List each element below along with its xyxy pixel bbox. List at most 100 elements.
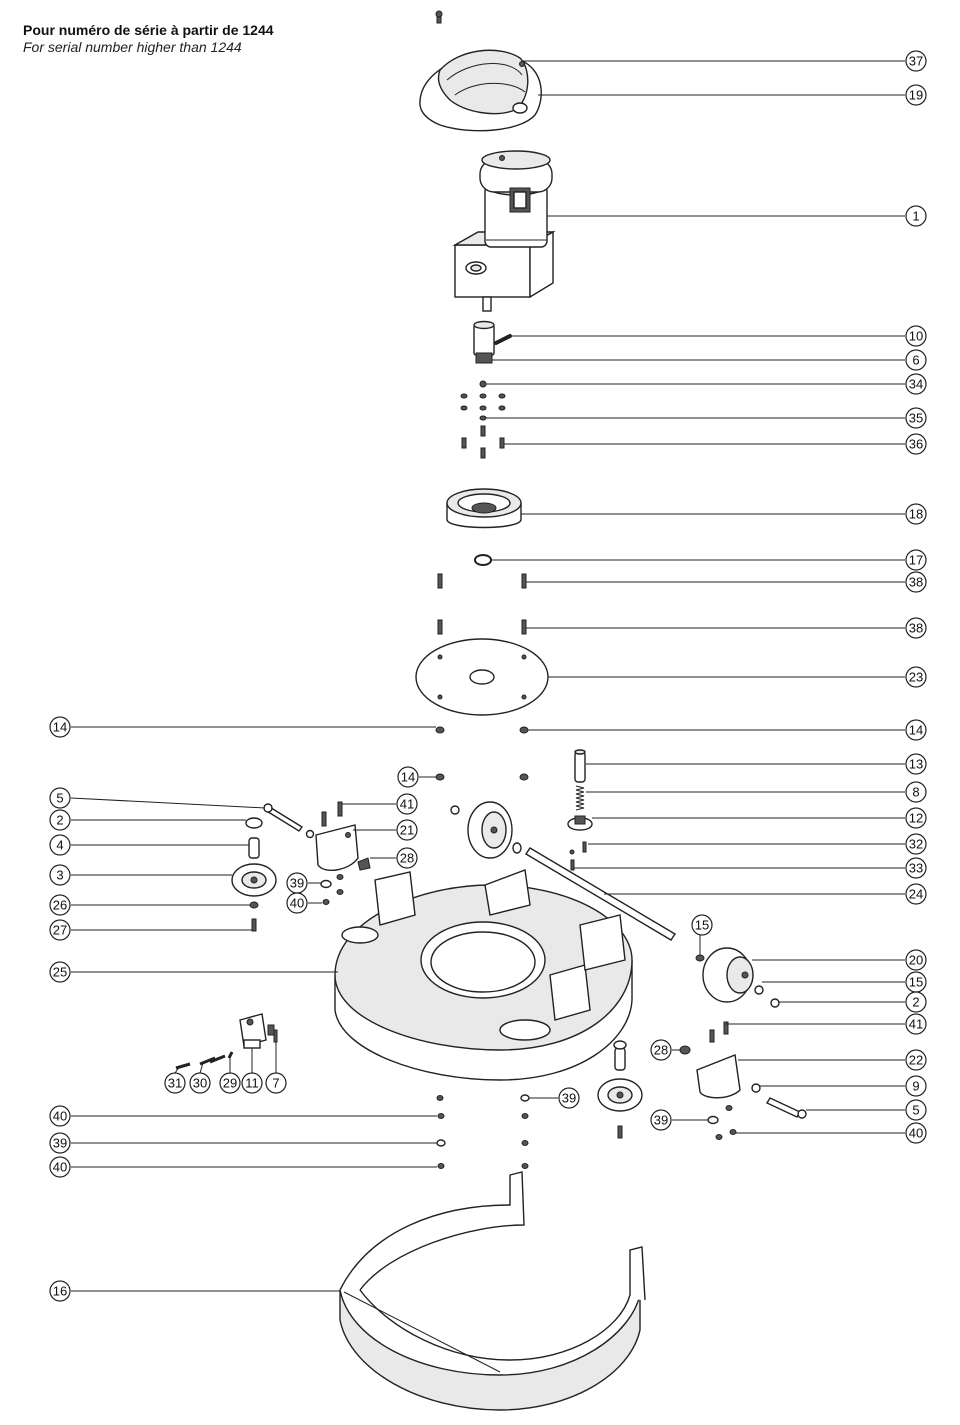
callout-nut-34 bbox=[905, 373, 927, 395]
callout-label: 5 bbox=[56, 791, 63, 806]
callout-screw-38a bbox=[905, 571, 927, 593]
callout-nut-40-left bbox=[286, 892, 308, 914]
callout-nut-40-b1 bbox=[49, 1105, 71, 1127]
callout-label: 11 bbox=[245, 1076, 259, 1091]
callout-label: 2 bbox=[56, 813, 63, 828]
callout-nut-28-right bbox=[650, 1039, 672, 1061]
callout-label: 27 bbox=[53, 923, 67, 938]
callout-motor bbox=[905, 205, 927, 227]
callout-label: 24 bbox=[909, 887, 923, 902]
valve-assembly-drawing bbox=[175, 1013, 278, 1070]
screws-38-drawing bbox=[437, 573, 527, 635]
callout-nut-14-left bbox=[49, 716, 71, 738]
drive-hub-drawing bbox=[446, 488, 522, 529]
callout-label: 32 bbox=[909, 837, 923, 852]
top-screw-drawing bbox=[435, 10, 443, 24]
callout-label: 15 bbox=[695, 918, 709, 933]
lower-center-wheel-drawing bbox=[597, 1040, 643, 1139]
callout-label: 29 bbox=[223, 1076, 237, 1091]
callout-label: 14 bbox=[909, 723, 923, 738]
callout-label: 7 bbox=[272, 1076, 279, 1091]
callout-washer-39-right bbox=[650, 1109, 672, 1131]
callout-label: 37 bbox=[909, 54, 923, 69]
callout-screw-31 bbox=[164, 1072, 186, 1094]
callout-label: 10 bbox=[909, 329, 923, 344]
callout-label: 34 bbox=[909, 377, 923, 392]
callout-label: 14 bbox=[53, 720, 67, 735]
callout-screw-32 bbox=[905, 833, 927, 855]
callout-label: 40 bbox=[909, 1126, 923, 1141]
callout-valve bbox=[241, 1072, 263, 1094]
callout-cover bbox=[905, 84, 927, 106]
callout-bracket-22 bbox=[905, 1049, 927, 1071]
callout-screw-27 bbox=[49, 919, 71, 941]
callouts: 37 19 1 10 6 34 35 36 18 17 38 38 bbox=[49, 50, 927, 1302]
callout-label: 36 bbox=[909, 437, 923, 452]
callout-label: 18 bbox=[909, 507, 923, 522]
bumper-drawing bbox=[339, 1171, 646, 1411]
callout-nut-40-right bbox=[905, 1122, 927, 1144]
callout-drive-hub bbox=[905, 503, 927, 525]
callout-pin bbox=[905, 325, 927, 347]
diagram-header: Pour numéro de série à partir de 1244 Fo… bbox=[23, 22, 274, 56]
callout-label: 40 bbox=[53, 1160, 67, 1175]
fasteners-34-36-drawing bbox=[460, 380, 506, 459]
callout-label: 12 bbox=[909, 811, 923, 826]
callout-label: 38 bbox=[909, 621, 923, 636]
circlip-drawing bbox=[474, 554, 492, 566]
callout-label: 19 bbox=[909, 88, 923, 103]
callout-label: 8 bbox=[912, 785, 919, 800]
callout-label: 26 bbox=[53, 898, 67, 913]
callout-label: 28 bbox=[654, 1043, 668, 1058]
callout-label: 40 bbox=[290, 896, 304, 911]
title-french: Pour numéro de série à partir de 1244 bbox=[23, 22, 274, 38]
callout-washer-39-mid bbox=[558, 1087, 580, 1109]
callout-washer-15a bbox=[691, 914, 713, 936]
bracket-21-assembly-drawing bbox=[305, 801, 460, 905]
cover-drawing bbox=[419, 49, 542, 132]
bottom-fasteners-drawing bbox=[436, 1094, 530, 1169]
bracket-22-assembly-drawing bbox=[679, 1021, 807, 1140]
callout-axle-5-left bbox=[49, 787, 71, 809]
callout-washer-35 bbox=[905, 407, 927, 429]
callout-label: 39 bbox=[290, 876, 304, 891]
callout-label: 25 bbox=[53, 965, 67, 980]
callout-washer-39-b bbox=[49, 1132, 71, 1154]
callout-label: 16 bbox=[53, 1284, 67, 1299]
callout-label: 17 bbox=[909, 553, 923, 568]
callout-label: 39 bbox=[654, 1113, 668, 1128]
callout-label: 41 bbox=[909, 1017, 923, 1032]
callout-label: 4 bbox=[56, 838, 63, 853]
coupling-drawing bbox=[473, 320, 512, 364]
callout-circlip bbox=[905, 549, 927, 571]
callout-label: 39 bbox=[53, 1136, 67, 1151]
callout-screw-33 bbox=[905, 857, 927, 879]
callout-label: 28 bbox=[400, 851, 414, 866]
callout-plate bbox=[905, 666, 927, 688]
callout-label: 41 bbox=[400, 797, 414, 812]
title-english: For serial number higher than 1244 bbox=[23, 39, 242, 55]
callout-screw-29 bbox=[219, 1072, 241, 1094]
callout-label: 39 bbox=[562, 1091, 576, 1106]
nuts-14-drawing bbox=[435, 726, 529, 781]
callout-wheel-3 bbox=[49, 864, 71, 886]
callout-bracket-21 bbox=[396, 819, 418, 841]
callout-clamp bbox=[905, 807, 927, 829]
callout-label: 6 bbox=[912, 353, 919, 368]
callout-label: 14 bbox=[401, 770, 415, 785]
callout-label: 40 bbox=[53, 1109, 67, 1124]
callout-screw-30 bbox=[189, 1072, 211, 1094]
callout-label: 30 bbox=[193, 1076, 207, 1091]
callout-label: 2 bbox=[912, 995, 919, 1010]
callout-label: 5 bbox=[912, 1103, 919, 1118]
callout-axle-5-right bbox=[905, 1099, 927, 1121]
callout-cover-screw bbox=[905, 50, 927, 72]
callout-fitting bbox=[265, 1072, 287, 1094]
callout-screw-36 bbox=[905, 433, 927, 455]
motor-drawing bbox=[452, 150, 556, 312]
callout-label: 15 bbox=[909, 975, 923, 990]
callout-label: 20 bbox=[909, 953, 923, 968]
callout-screw-41-left bbox=[396, 793, 418, 815]
callout-screw-38b bbox=[905, 617, 927, 639]
